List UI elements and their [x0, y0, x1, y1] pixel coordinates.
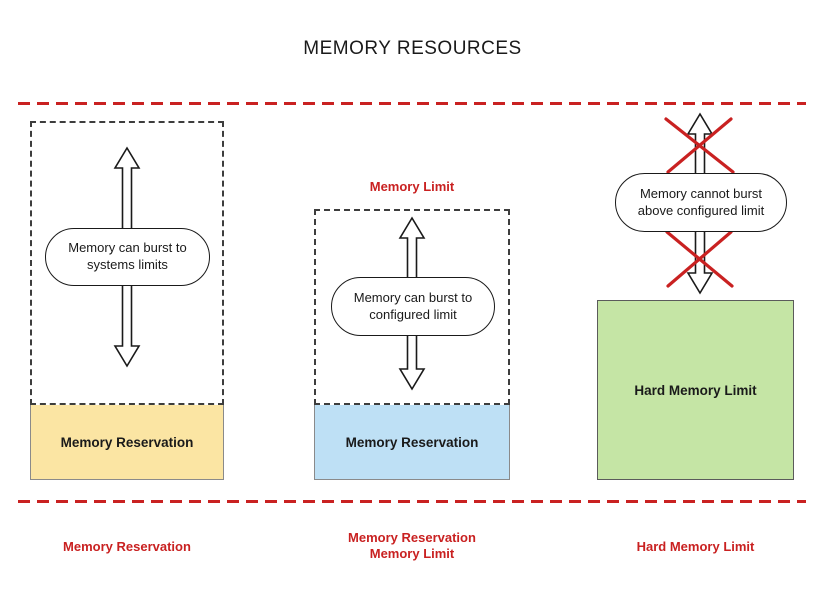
box-label: Memory Reservation — [60, 434, 194, 450]
footer-label-line: Hard Memory Limit — [636, 539, 755, 554]
box-label: Hard Memory Limit — [634, 382, 757, 398]
footer-label-line: Memory Limit — [369, 546, 455, 561]
callout-text-line: above configured limit — [637, 202, 765, 218]
box-label: Memory Reservation — [345, 434, 479, 450]
right-footer-label: Hard Memory Limit — [597, 539, 794, 555]
middle-burst-callout: Memory can burst to configured limit — [331, 277, 495, 336]
lower-x-mark — [665, 230, 734, 288]
callout-text-line: systems limits — [87, 257, 168, 272]
upper-x-mark — [664, 117, 735, 174]
callout-text-line: Memory can burst to — [353, 289, 473, 305]
left-memory-reservation-box: Memory Reservation — [30, 405, 224, 480]
lower-boundary-dashed-line — [18, 500, 806, 503]
callout-text-line: Memory can burst to — [68, 240, 187, 256]
left-footer-label: Memory Reservation — [30, 539, 224, 555]
callout-text-line: configured limit — [369, 306, 457, 322]
footer-label-line: Memory Reservation — [63, 539, 191, 554]
middle-footer-label: Memory Reservation Memory Limit — [314, 530, 510, 562]
right-blocked-callout: Memory cannot burst above configured lim… — [615, 173, 787, 232]
memory-limit-top-label: Memory Limit — [369, 179, 455, 194]
diagram-title: MEMORY RESOURCES — [303, 38, 522, 59]
footer-label-line: Memory Reservation — [348, 530, 476, 545]
middle-burst-range-box — [314, 209, 510, 405]
left-burst-callout: Memory can burst to systems limits — [45, 228, 210, 286]
middle-memory-reservation-box: Memory Reservation — [314, 405, 510, 480]
left-burst-range-box — [30, 121, 224, 405]
upper-boundary-dashed-line — [18, 102, 806, 105]
hard-memory-limit-box: Hard Memory Limit — [597, 300, 794, 480]
callout-text-line: Memory cannot burst — [639, 185, 763, 201]
